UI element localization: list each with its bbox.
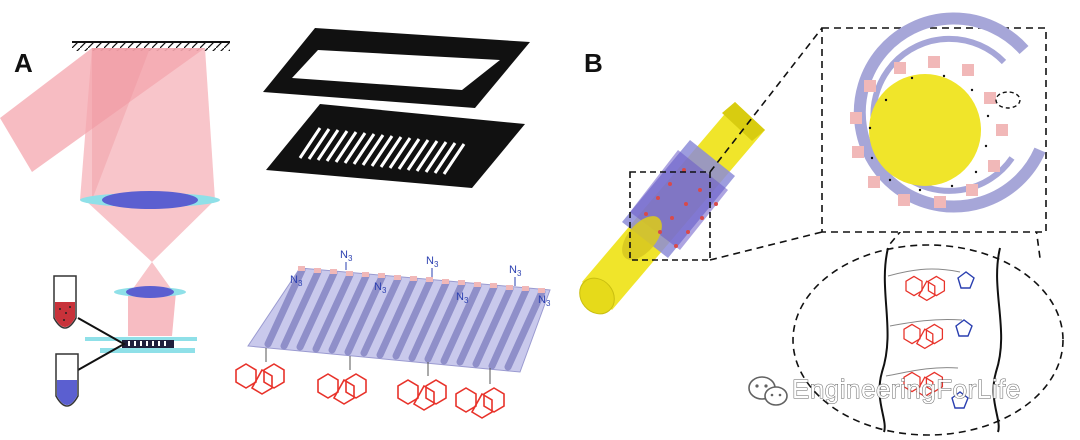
light-beam bbox=[0, 48, 215, 336]
focusing-lens bbox=[114, 286, 186, 298]
azide-label: N3 bbox=[456, 291, 469, 305]
molecular-detail bbox=[792, 244, 1064, 436]
azide-label: N3 bbox=[538, 294, 551, 308]
grating-scaffold: N3 N3 N3 N3 N3 N3 N3 bbox=[247, 249, 551, 373]
coated-rod bbox=[579, 102, 765, 315]
azide-label: N3 bbox=[340, 249, 353, 270]
panel-b: B bbox=[579, 12, 1064, 436]
mirror bbox=[72, 41, 230, 51]
panel-b-letter: B bbox=[584, 48, 603, 78]
svg-text:N3: N3 bbox=[426, 255, 439, 269]
panel-a: A bbox=[0, 28, 551, 419]
svg-text:N3: N3 bbox=[509, 264, 522, 278]
watermark-text: EngineeringForLife bbox=[792, 374, 1021, 404]
azide-label: N3 bbox=[290, 274, 303, 288]
svg-text:N3: N3 bbox=[290, 274, 303, 288]
watermark: EngineeringForLife bbox=[748, 374, 1021, 406]
tube-blue-ink bbox=[55, 353, 79, 407]
sample-stage bbox=[77, 317, 197, 371]
dbco-molecules bbox=[235, 348, 505, 419]
zoom-box bbox=[629, 171, 711, 261]
azide-label: N3 bbox=[426, 255, 439, 277]
photomask-frame bbox=[263, 28, 530, 108]
tube-red-ink bbox=[53, 275, 77, 329]
triazole-molecule bbox=[903, 371, 969, 409]
triazole-molecule bbox=[903, 319, 973, 350]
triazole-molecule bbox=[905, 271, 975, 302]
wechat-icon bbox=[748, 376, 788, 406]
svg-text:N3: N3 bbox=[340, 249, 353, 263]
azide-label: N3 bbox=[509, 264, 522, 286]
svg-text:N3: N3 bbox=[374, 281, 387, 295]
svg-text:N3: N3 bbox=[538, 294, 551, 308]
objective-lens bbox=[80, 191, 220, 209]
azide-label: N3 bbox=[374, 281, 387, 295]
panel-a-letter: A bbox=[14, 48, 33, 78]
cross-section-inset bbox=[821, 12, 1047, 233]
photomask-grating bbox=[266, 104, 525, 188]
svg-text:N3: N3 bbox=[456, 291, 469, 305]
scaffold-sleeve bbox=[622, 140, 735, 260]
